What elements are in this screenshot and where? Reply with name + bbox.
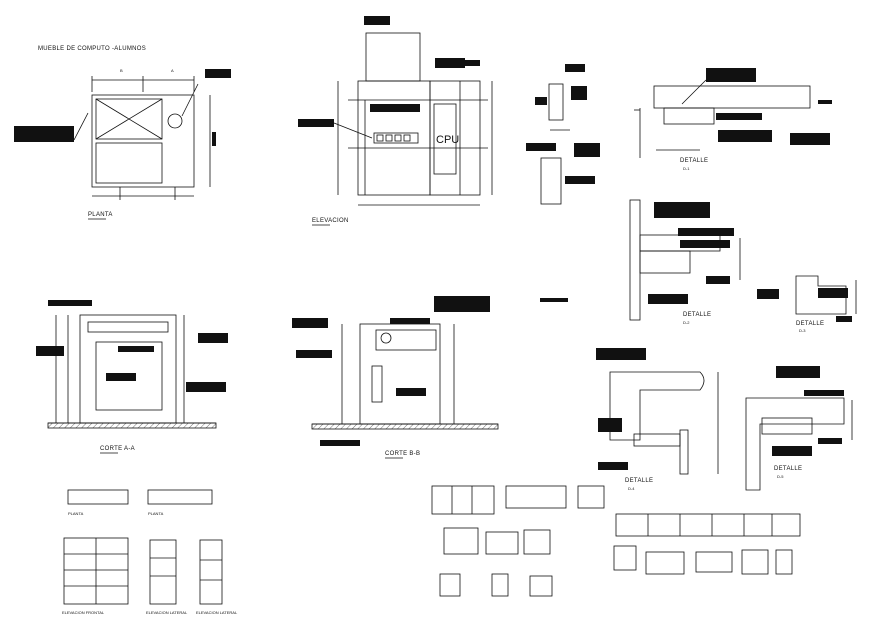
shelf-plan-label-1: PLANTA [68,511,84,516]
furniture-views-center [431,485,605,597]
detail-d1-label: DETALLE [680,158,708,164]
shelf-plan-label-2: PLANTA [148,511,164,516]
detail-d4-label: DETALLE [625,478,653,484]
plan-label: PLANTA [88,212,113,218]
detail-d1: DETALLE D-1 [634,68,832,171]
shelf-front-elevation: ELEVACION FRONTAL [62,537,129,615]
section-aa-view: CORTE A-A [36,300,228,454]
section-bb-view: CORTE B-B [292,296,568,459]
detail-d1-id: D-1 [683,166,690,171]
elevation-label: ELEVACION [312,218,349,224]
detail-d3-label: DETALLE [796,321,824,327]
furniture-views-right [613,513,801,575]
detail-d2-id: D-2 [683,320,690,325]
detail-d3-id: D-3 [799,328,806,333]
shelf-front-label: ELEVACION FRONTAL [62,610,105,615]
section-bb-label: CORTE B-B [385,451,420,457]
sheet-title: MUEBLE DE COMPUTO -ALUMNOS [38,46,146,52]
plan-view: B A PLANTA [14,68,231,220]
section-aa-label: CORTE A-A [100,446,135,452]
detail-d2-label: DETALLE [683,312,711,318]
plan-marker-a: A [171,68,174,73]
shelf-side-elevation: ELEVACION LATERAL ELEVACION LATERAL [146,539,238,615]
small-details [526,64,600,205]
detail-d3: DETALLE D-3 [757,275,857,333]
shelf-side-label-2: ELEVACION LATERAL [196,610,238,615]
shelf-side-label: ELEVACION LATERAL [146,610,188,615]
elevation-cpu-label: CPU [436,134,459,146]
detail-d5-id: D-5 [777,474,784,479]
elevation-view: CPU ELEVACION [298,16,493,226]
plan-marker-b: B [120,68,123,73]
detail-d5-label: DETALLE [774,466,802,472]
detail-d4: DETALLE D-4 [596,348,719,491]
detail-d5: DETALLE D-5 [745,366,853,491]
detail-d2: DETALLE D-2 [629,199,741,325]
detail-d4-id: D-4 [628,486,635,491]
shelf-plan-views: PLANTA PLANTA [67,489,213,516]
